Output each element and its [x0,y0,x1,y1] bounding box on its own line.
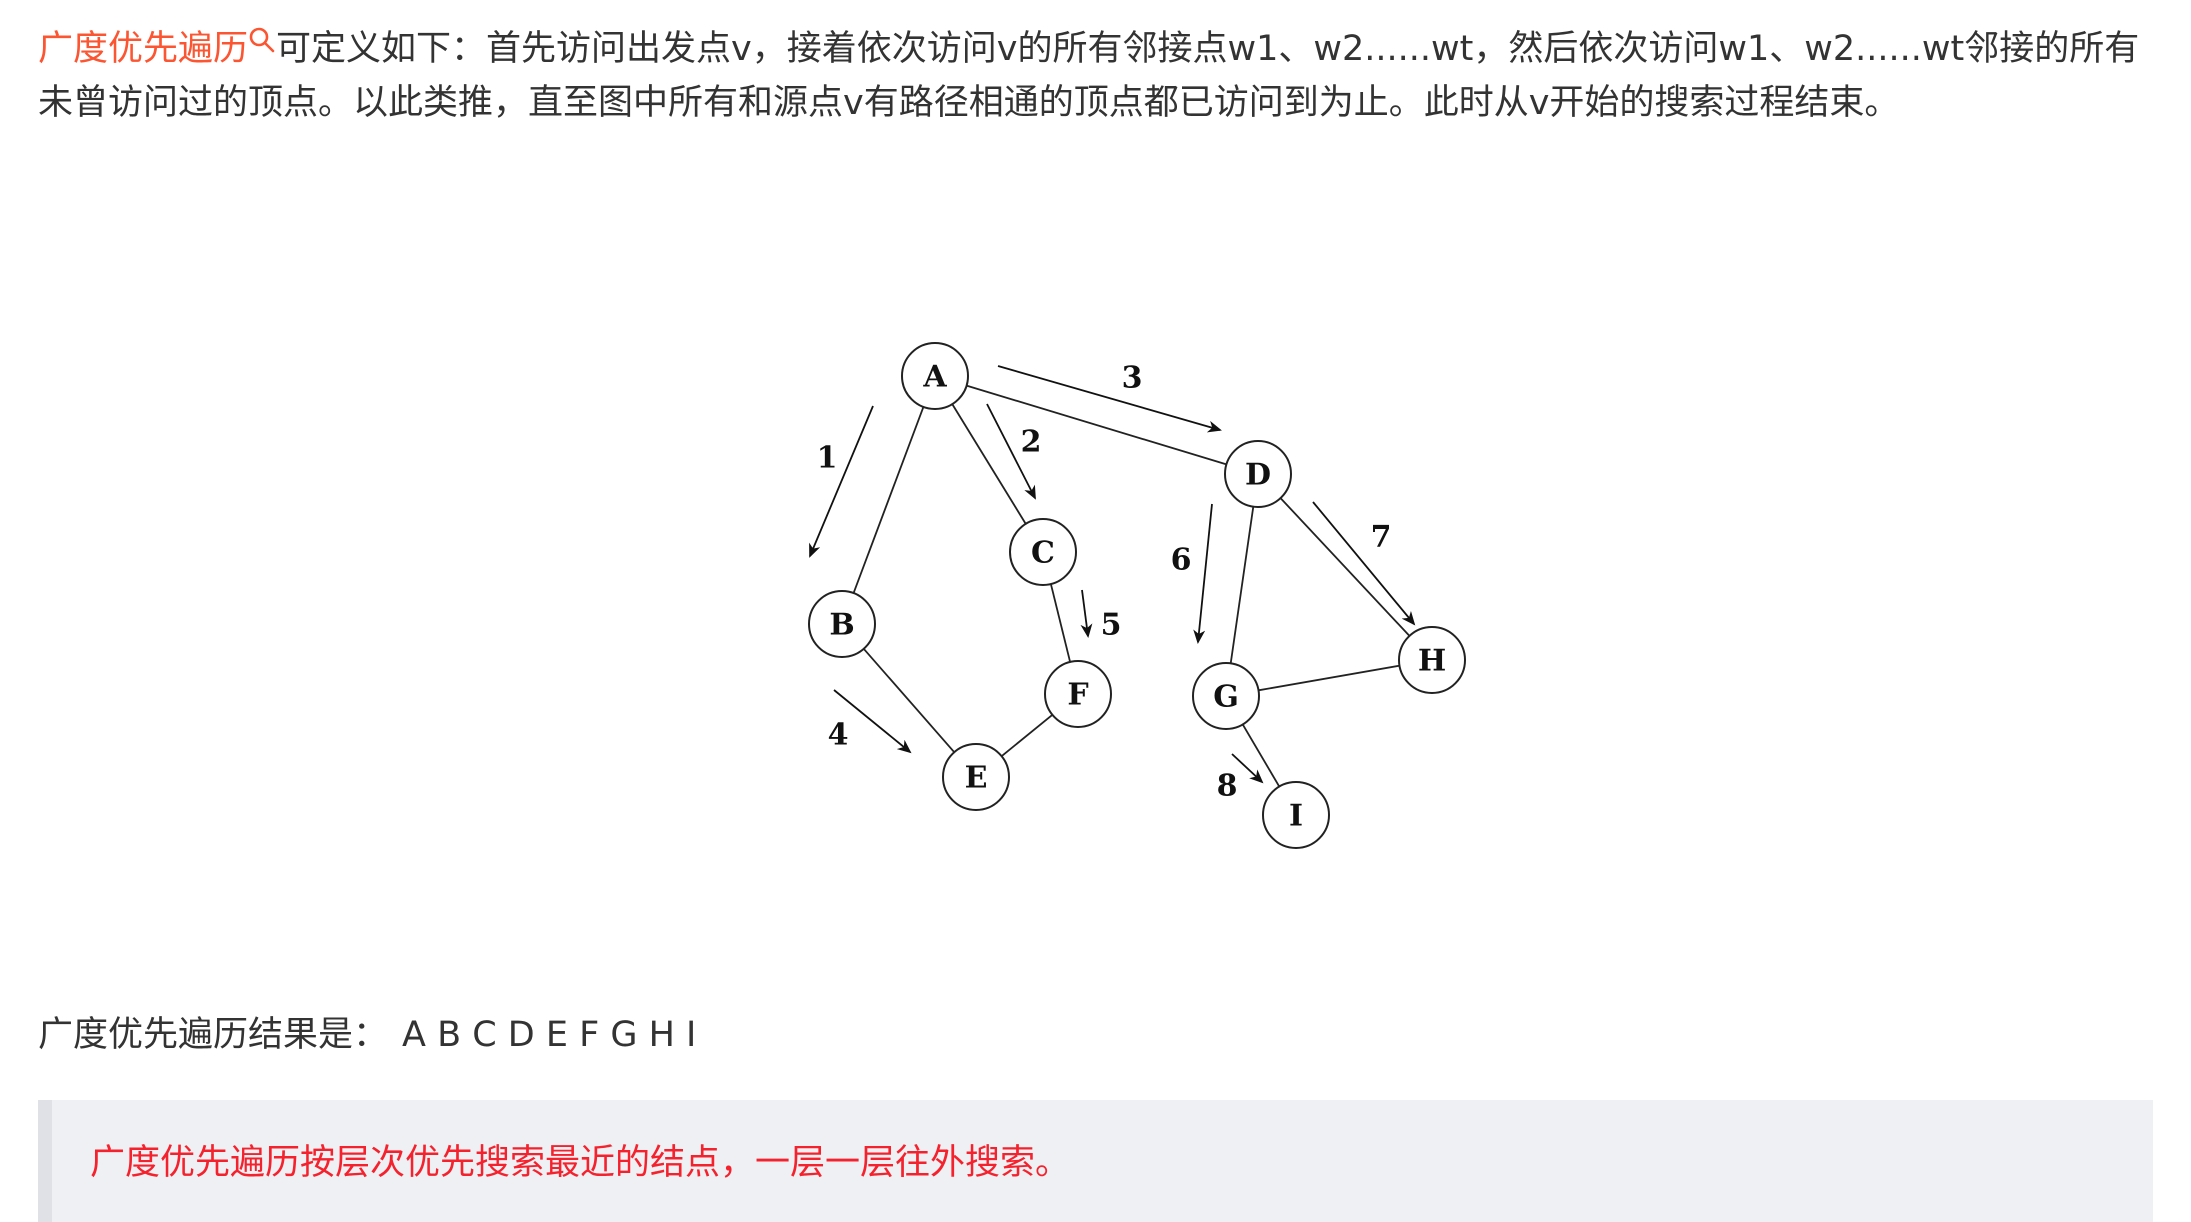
edge-E-F [1001,714,1053,757]
search-icon[interactable] [248,26,276,54]
intro-paragraph: 广度优先遍历可定义如下：首先访问出发点v，接着依次访问v的所有邻接点w1、w2.… [38,22,2158,130]
edge-G-H [1258,664,1400,692]
note-blockquote: 广度优先遍历按层次优先搜索最近的结点，一层一层往外搜索。 [38,1100,2153,1222]
edge-B-E [863,648,955,753]
traversal-label-7: 7 [1371,520,1392,555]
node-I [1262,781,1330,849]
node-label-I: I [1289,799,1303,834]
node-label-C: C [1031,536,1055,571]
note-text: 广度优先遍历按层次优先搜索最近的结点，一层一层往外搜索。 [90,1143,1071,1183]
traversal-arrow-3 [997,365,1222,433]
node-label-F: F [1067,678,1088,713]
edge-A-D [966,384,1227,466]
edge-A-C [951,403,1027,525]
edge-D-H [1279,497,1411,637]
node-label-E: E [965,761,988,796]
traversal-label-4: 4 [828,718,849,753]
node-label-D: D [1245,458,1271,493]
node-A [901,342,969,410]
edge-G-I [1241,723,1281,788]
node-B [808,590,876,658]
result-label: 广度优先遍历结果是： [38,1015,389,1055]
node-label-H: H [1418,644,1446,679]
node-label-A: A [922,360,947,395]
edge-C-F [1050,583,1071,663]
traversal-label-8: 8 [1217,769,1238,804]
traversal-label-6: 6 [1171,543,1192,578]
intro-text: 可定义如下：首先访问出发点v，接着依次访问v的所有邻接点w1、w2......w… [38,29,2140,123]
node-F [1044,660,1112,728]
traversal-label-5: 5 [1101,608,1122,643]
node-label-G: G [1213,680,1239,715]
traversal-label-1: 1 [817,441,838,476]
node-E [942,743,1010,811]
traversal-arrow-2 [986,403,1036,500]
node-C [1009,518,1077,586]
traversal-label-2: 2 [1021,425,1042,460]
traversal-arrow-1 [809,405,874,558]
node-G [1192,662,1260,730]
result-sequence: A B C D E F G H I [402,1015,697,1055]
traversal-arrow-8 [1231,753,1264,784]
node-D [1224,440,1292,508]
edge-D-G [1229,506,1255,664]
traversal-arrow-7 [1312,501,1416,626]
traversal-arrow-5 [1080,589,1093,638]
traversal-label-3: 3 [1122,361,1143,396]
traversal-arrow-4 [833,689,912,754]
keyword-link[interactable]: 广度优先遍历 [38,29,249,69]
traversal-arrow-6 [1193,503,1213,644]
node-H [1398,626,1466,694]
node-label-B: B [829,608,854,643]
result-line: 广度优先遍历结果是： A B C D E F G H I [38,1008,696,1062]
edge-A-B [852,406,925,594]
